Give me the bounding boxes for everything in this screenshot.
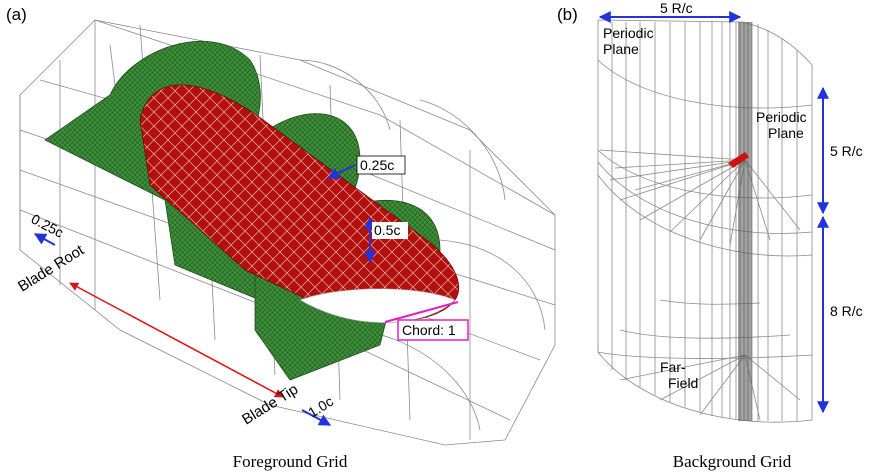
- periodic-plane-top-line2: Plane: [603, 41, 639, 57]
- far-field-line2: Field: [668, 375, 698, 391]
- chord-box: [397, 319, 469, 341]
- quarter-c-left-label: 0.25c: [29, 211, 67, 241]
- background-grid-caption: Background Grid: [673, 452, 792, 471]
- foreground-grid-caption: Foreground Grid: [233, 452, 348, 471]
- quarter-c-box: [356, 155, 406, 175]
- span-arrow: [69, 282, 284, 398]
- far-field-line1: Far-: [660, 359, 686, 375]
- chord-line: [384, 301, 459, 323]
- one-c-arrow: [301, 409, 332, 426]
- background-wireframe: [597, 19, 813, 423]
- dense-grid-band: [738, 22, 752, 421]
- lower-height-label: 8 R/c: [830, 303, 863, 319]
- width-label: 5 R/c: [660, 0, 693, 16]
- quarter-c-arrow: [326, 164, 356, 179]
- small-blade: [728, 152, 749, 168]
- blade-tip-label: Blade Tip: [239, 381, 301, 429]
- upper-height-label: 5 R/c: [830, 143, 863, 159]
- half-c-box: [372, 222, 408, 239]
- half-c-label: 0.5c: [374, 222, 400, 238]
- panel-a-label: (a): [6, 5, 27, 24]
- chord-label: Chord: 1: [402, 322, 456, 338]
- background-grid-panel: (b) 5 R/c Periodic Pla: [557, 0, 863, 471]
- foreground-grid-panel: (a) 0.25c 0.5c Chord: 1 0.25c Blade Root…: [6, 5, 556, 471]
- periodic-plane-right-line1: Periodic: [756, 109, 807, 125]
- periodic-plane-top-line1: Periodic: [603, 25, 654, 41]
- quarter-c-left-arrow: [33, 233, 56, 246]
- quarter-c-top-label: 0.25c: [360, 157, 394, 173]
- periodic-plane-right-line2: Plane: [768, 125, 804, 141]
- panel-b-label: (b): [557, 5, 578, 24]
